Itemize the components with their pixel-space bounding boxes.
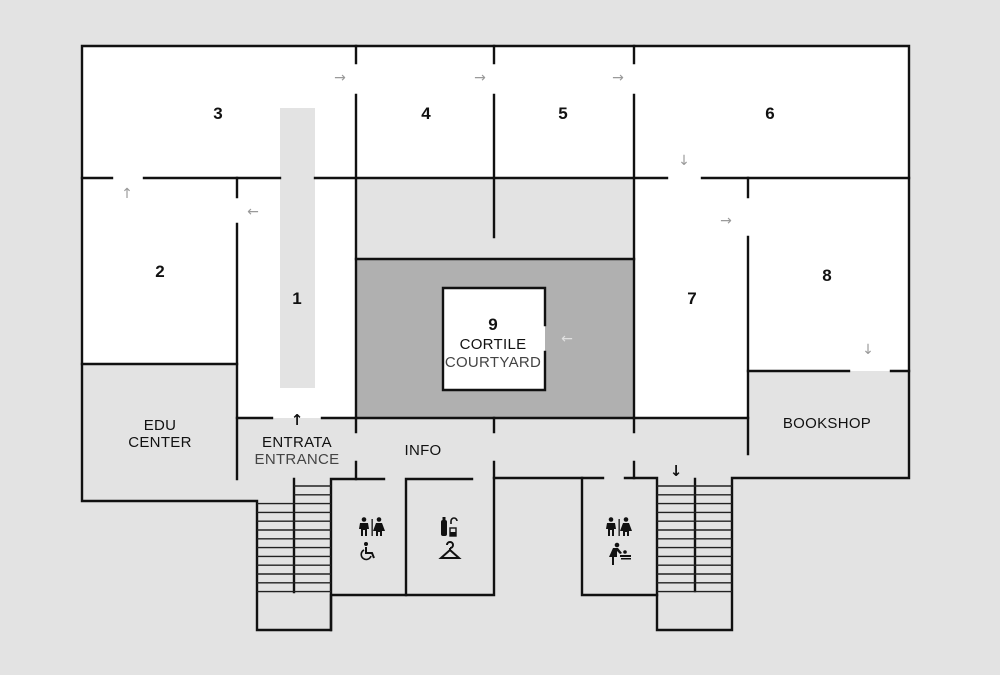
exit-arrow-icon: ↓ [670,462,683,480]
edu-center-label-2: CENTER [128,434,191,451]
direction-arrow-icon: ← [561,331,573,347]
walls [80,44,911,632]
lockers-icon [441,517,458,537]
direction-arrow-icon: → [474,70,486,86]
room-fills [82,46,909,418]
courtyard-label-en: COURTYARD [445,354,541,371]
room-3-label: 3 [213,104,222,123]
edu-center-label-1: EDU [144,417,177,434]
top-rooms-fill [82,46,909,178]
room-1-display-strip [280,108,315,388]
courtyard-label-it: CORTILE [460,336,527,353]
bookshop-label: BOOKSHOP [783,415,871,432]
direction-arrow-icon: → [720,213,732,229]
courtyard-box [443,288,545,390]
room-2-label: 2 [155,262,164,281]
toilets-icon [359,517,385,536]
stair-steps [257,485,732,593]
room-6-label: 6 [765,104,774,123]
room-8-fill [748,178,909,371]
direction-arrow-icon: ↑ [121,186,133,202]
room-4-label: 4 [421,104,431,123]
baby-changing-icon [609,542,631,565]
room-7-label: 7 [687,289,696,308]
toilets-icon [606,517,632,536]
room-1-label: 1 [292,289,301,308]
cloakroom-hanger-icon [438,541,462,559]
room-9-label: 9 [488,315,497,334]
entrance-label-it: ENTRATA [262,434,332,451]
room-5-label: 5 [558,104,567,123]
entrance-arrow-icon: ↑ [291,411,304,429]
entrance-label-en: ENTRANCE [255,451,340,468]
direction-arrow-icon: ← [247,204,259,220]
direction-arrow-icon: ↓ [678,153,690,169]
direction-arrow-icon: → [612,70,624,86]
direction-arrow-icon: ↓ [862,342,874,358]
direction-arrow-icon: → [334,70,346,86]
wheelchair-accessible-icon [360,542,375,561]
room-8-label: 8 [822,266,831,285]
info-label: INFO [404,442,441,459]
room-2-fill [82,178,237,364]
room-7-fill [634,178,748,418]
